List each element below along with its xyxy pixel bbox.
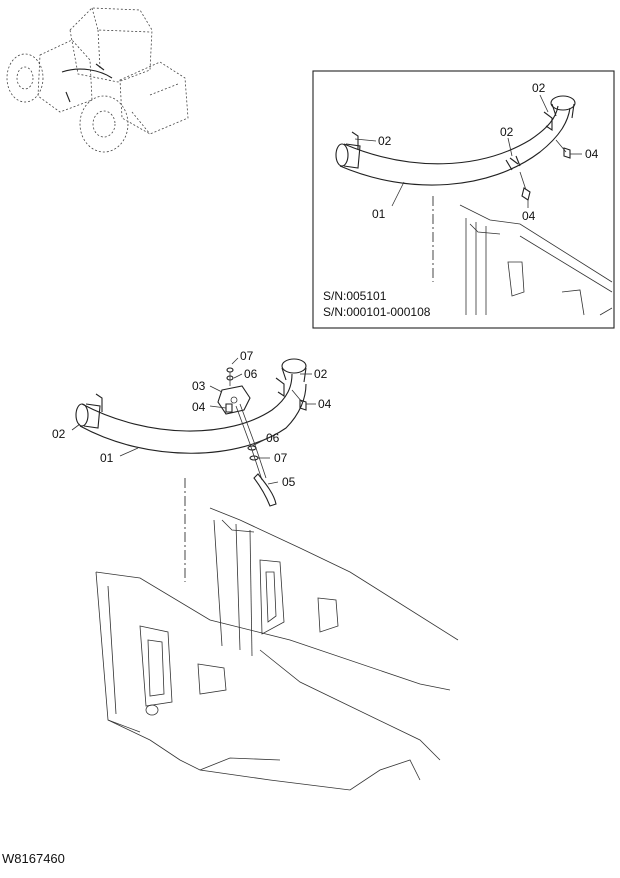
main-pipe [75,358,307,454]
callout-main-07-top: 07 [240,349,254,363]
callout-main-07-lower: 07 [274,451,288,465]
callout-main-01: 01 [100,451,114,465]
machine-overview-illustration [6,7,189,153]
callout-main-06-top: 06 [244,367,258,381]
serial-number-line-1: S/N:005101 [323,289,387,303]
serial-number-line-2: S/N:000101-000108 [323,305,431,319]
callout-main-04-right: 04 [318,397,332,411]
mount-bracket-and-dipstick [217,367,307,507]
callout-inset-02-left: 02 [378,134,392,148]
callout-inset-04-bottom: 04 [522,209,536,223]
callout-inset-02-top: 02 [532,81,546,95]
drawing-number: W8167460 [2,851,65,866]
callout-main-06-lower: 06 [266,431,280,445]
callout-inset-01: 01 [372,207,386,221]
callout-main-02-right: 02 [314,367,328,381]
callout-inset-02-band: 02 [500,125,514,139]
callout-main-02-left: 02 [52,427,66,441]
callout-inset-04-right: 04 [585,147,599,161]
inset-callouts: 02 02 02 04 04 01 [354,81,599,223]
main-frame-sketch [95,507,459,791]
callout-main-04-left: 04 [192,400,206,414]
inset-box: 02 02 02 04 04 01 S/N:005101 S/N:000101-… [312,70,615,329]
callout-main-03: 03 [192,379,206,393]
main-callouts: 07 06 03 04 02 04 02 06 01 07 05 [52,349,332,489]
inset-frame-sketch [459,204,613,316]
inset-pipe [335,95,576,201]
callout-main-05: 05 [282,475,296,489]
